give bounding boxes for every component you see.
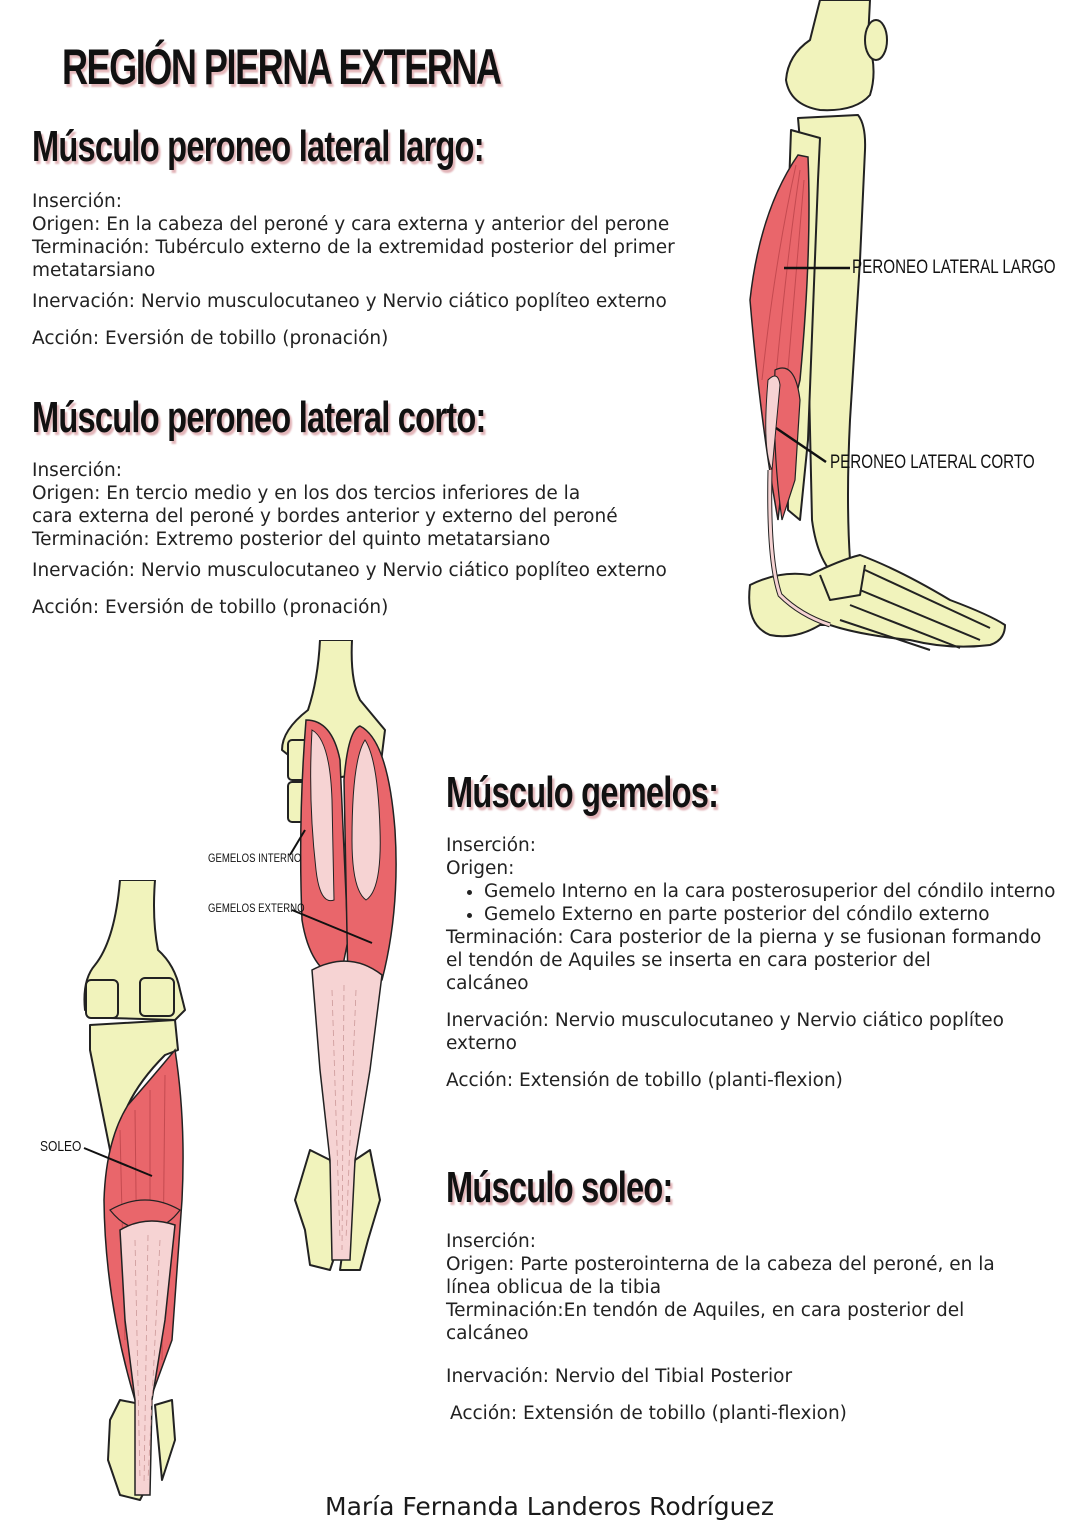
terminacion-text: Terminación: Cara posterior de la pierna… (446, 927, 1042, 948)
origen-text-cont: línea oblicua de la tibia (446, 1277, 662, 1298)
terminacion-text-cont2: calcáneo (446, 973, 529, 994)
origen-text: Origen: Parte posterointerna de la cabez… (446, 1254, 995, 1275)
origen-text: Origen: (446, 858, 515, 879)
inervacion-text: Inervación: Nervio musculocutaneo y Nerv… (32, 560, 667, 581)
label-soleo: SOLEO (40, 1138, 82, 1155)
heading-soleo: Músculo soleo: (446, 1163, 673, 1212)
label-peroneo-corto: PERONEO LATERAL CORTO (830, 452, 1035, 473)
accion-text: Acción: Extensión de tobillo (planti-fle… (446, 1070, 843, 1091)
origen-text: Origen: En tercio medio y en los dos ter… (32, 483, 581, 504)
heading-peroneo-corto: Músculo peroneo lateral corto: (32, 393, 486, 442)
accion-text: Acción: Eversión de tobillo (pronación) (32, 597, 389, 618)
section-peroneo-largo: Inserción: Origen: En la cabeza del pero… (32, 190, 675, 350)
accion-text: Acción: Eversión de tobillo (pronación) (32, 328, 389, 349)
terminacion-text-cont: metatarsiano (32, 260, 156, 281)
heading-gemelos: Músculo gemelos: (446, 768, 719, 817)
lateral-leg-illustration (748, 0, 1006, 651)
label-gemelos-externo: GEMELOS EXTERNO (208, 901, 305, 915)
inervacion-text: Inervación: Nervio musculocutaneo y Nerv… (32, 291, 667, 312)
gemelos-illustration (281, 640, 397, 1271)
section-gemelos: Inserción: Origen: Gemelo Interno en la … (446, 834, 1055, 1092)
insercion-text: Inserción: (446, 835, 536, 856)
insercion-text: Inserción: (32, 191, 122, 212)
inervacion-text: Inervación: Nervio del Tibial Posterior (446, 1366, 793, 1387)
terminacion-text: Terminación: Extremo posterior del quint… (32, 529, 551, 550)
heading-peroneo-largo: Músculo peroneo lateral largo: (32, 122, 485, 171)
terminacion-text: Terminación:En tendón de Aquiles, en car… (446, 1300, 965, 1321)
insercion-text: Inserción: (32, 460, 122, 481)
terminacion-text-cont: el tendón de Aquiles se inserta en cara … (446, 950, 931, 971)
origen-list: Gemelo Interno en la cara posterosuperio… (446, 880, 1055, 926)
terminacion-text-cont: calcáneo (446, 1323, 529, 1344)
page-title: REGIÓN PIERNA EXTERNA (62, 39, 502, 95)
origen-text-cont: cara externa del peroné y bordes anterio… (32, 506, 618, 527)
insercion-text: Inserción: (446, 1231, 536, 1252)
section-peroneo-corto: Inserción: Origen: En tercio medio y en … (32, 459, 667, 619)
origen-item-interno: Gemelo Interno en la cara posterosuperio… (484, 880, 1055, 903)
terminacion-text: Terminación: Tubérculo externo de la ext… (32, 237, 675, 258)
origen-item-externo: Gemelo Externo en parte posterior del có… (484, 903, 1055, 926)
inervacion-text-cont: externo (446, 1033, 517, 1054)
soleo-illustration (83, 880, 186, 1501)
label-gemelos-interno: GEMELOS INTERNO (208, 851, 302, 865)
author-name: María Fernanda Landeros Rodríguez (325, 1492, 774, 1521)
label-peroneo-largo: PERONEO LATERAL LARGO (852, 257, 1056, 278)
accion-text: Acción: Extensión de tobillo (planti-fle… (450, 1403, 847, 1424)
inervacion-text: Inervación: Nervio musculocutaneo y Nerv… (446, 1010, 1004, 1031)
section-soleo: Inserción: Origen: Parte posterointerna … (446, 1230, 995, 1425)
origen-text: Origen: En la cabeza del peroné y cara e… (32, 214, 670, 235)
